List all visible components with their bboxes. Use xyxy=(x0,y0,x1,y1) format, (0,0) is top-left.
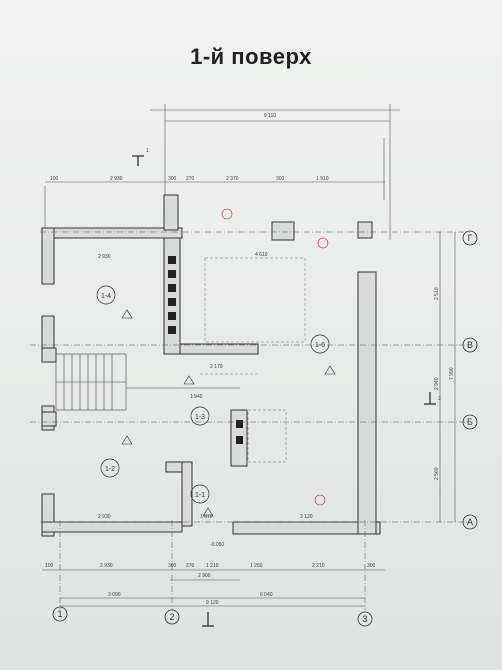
axis-col-2: 2 xyxy=(169,612,174,622)
dim-room-2: 4 610 xyxy=(255,252,268,258)
axis-row-v: В xyxy=(467,340,473,350)
dim-bottom-d: 270 xyxy=(186,563,195,569)
section-marker-right xyxy=(424,392,436,405)
dashed-lines xyxy=(200,257,306,463)
dim-bottom-f: 1 260 xyxy=(250,563,263,569)
vent-blocks xyxy=(168,256,243,444)
dim-bottom-e: 1 210 xyxy=(206,563,219,569)
dim-top-e: 2 370 xyxy=(226,176,239,182)
axis-row-b: Б xyxy=(467,417,473,427)
dim-bottom-b: 2 930 xyxy=(100,563,113,569)
room-label-1-6: 1-6 xyxy=(315,342,325,349)
dim-room-5: 1 870 xyxy=(200,514,213,520)
dim-room-7: 3 120 xyxy=(300,514,313,520)
axis-col-1: 1 xyxy=(57,609,62,619)
dim-bottom-left: 3 090 xyxy=(108,592,121,598)
room-label-1-2: 1-2 xyxy=(105,466,115,473)
row-axis-bubbles xyxy=(462,230,478,530)
dim-right-3: 7 990 xyxy=(449,367,455,380)
col-axis-bubbles xyxy=(52,606,373,627)
dim-bottom-c: 300 xyxy=(168,563,177,569)
dim-bottom-g: 2 210 xyxy=(312,563,325,569)
dim-room-6: 2 930 xyxy=(98,514,111,520)
dim-top-g: 1 910 xyxy=(316,176,329,182)
axis-row-a: А xyxy=(467,517,473,527)
dim-room-4: 1 940 xyxy=(190,394,203,400)
dim-bottom-total: 9 120 xyxy=(206,600,219,606)
room-label-1-1: 1-1 xyxy=(195,492,205,499)
right-dimensions xyxy=(383,138,456,522)
room-circles xyxy=(96,285,330,504)
dim-right-2: 2 940 xyxy=(434,377,440,390)
dim-top-b: 2 930 xyxy=(110,176,123,182)
dim-top-f: 300 xyxy=(276,176,285,182)
top-dimensions xyxy=(44,104,400,240)
small-markers xyxy=(221,208,329,506)
room-label-1-4: 1-4 xyxy=(101,293,111,300)
dim-room-1: 2 930 xyxy=(98,254,111,260)
page-title: 1-й поверх xyxy=(190,44,312,69)
room-label-1-3: 1-3 xyxy=(195,414,205,421)
triangle-markers xyxy=(121,309,336,517)
dim-right-1: 2 510 xyxy=(434,287,440,300)
axis-col-3: 3 xyxy=(362,614,367,624)
section-marker-bottom xyxy=(202,612,214,627)
axis-lines xyxy=(30,231,470,610)
dim-right-4: 2 560 xyxy=(434,467,440,480)
dim-room-3: 2 170 xyxy=(210,364,223,370)
bottom-dimensions xyxy=(42,569,385,607)
dim-bottom-h: 300 xyxy=(367,563,376,569)
dim-bottom-sub: 2 900 xyxy=(198,573,211,579)
section-label-top: 1 xyxy=(146,148,149,154)
dim-bottom-a: 100 xyxy=(45,563,54,569)
dim-top-a: 100 xyxy=(50,176,59,182)
level-mark: -0.050 xyxy=(210,542,224,548)
dim-top-overall: 9 110 xyxy=(264,113,276,119)
dim-top-d: 270 xyxy=(186,176,195,182)
section-label-right: 2 xyxy=(438,396,441,402)
section-marker-top xyxy=(132,155,144,166)
dim-bottom-right: 6 040 xyxy=(260,592,273,598)
axis-row-g: Г xyxy=(468,233,473,243)
staircase xyxy=(55,353,240,411)
dim-top-c: 300 xyxy=(168,176,177,182)
